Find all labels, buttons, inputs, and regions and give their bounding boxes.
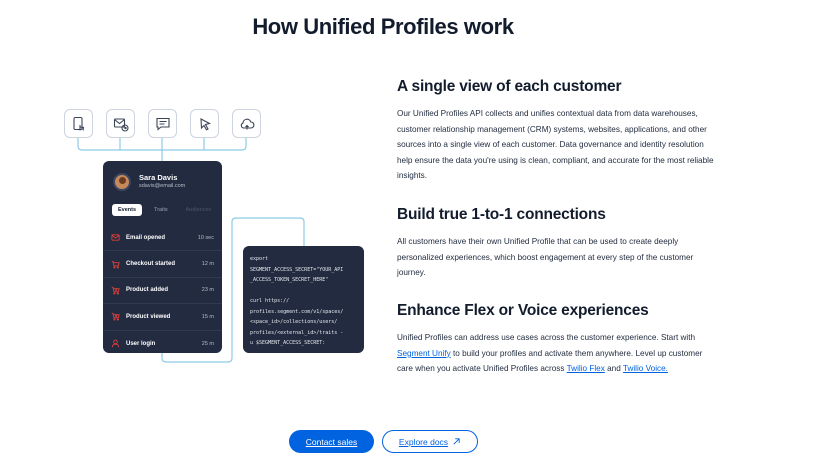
event-name: Product added <box>126 287 169 294</box>
section-title: Enhance Flex or Voice experiences <box>397 302 649 319</box>
list-item: Checkout started 12 m <box>103 251 222 278</box>
event-name: Checkout started <box>126 261 176 268</box>
profile-tabs: Events Traits Audiences <box>112 204 217 216</box>
contact-sales-button[interactable]: Contact sales <box>289 430 374 453</box>
section-body: Unified Profiles can address use cases a… <box>397 330 717 377</box>
email-icon <box>111 233 120 242</box>
list-item: Product viewed 15 m <box>103 304 222 331</box>
explore-docs-label: Explore docs <box>398 436 449 447</box>
section-connections: Build true 1-to-1 connections All custom… <box>397 206 717 281</box>
event-time: 15 m <box>201 313 214 320</box>
cloud-icon <box>232 109 261 138</box>
events-list: Email opened 10 sec Checkout started 12 … <box>103 225 222 353</box>
code-snippet: export SEGMENT_ACCESS_SECRET="YOUR_API _… <box>250 256 344 346</box>
list-item: Product added 23 m <box>103 278 222 305</box>
cart-view-icon <box>111 312 120 321</box>
segment-unify-link[interactable]: Segment Unify <box>397 348 451 358</box>
arrow-up-right-icon <box>453 438 460 445</box>
tab-events: Events <box>112 204 143 216</box>
mobile-touch-icon <box>64 109 93 138</box>
event-name: Email opened <box>126 234 166 241</box>
profile-email: sdavis@email.com <box>139 183 186 189</box>
section-body: All customers have their own Unified Pro… <box>397 237 694 278</box>
section-single-view: A single view of each customer Our Unifi… <box>397 78 717 184</box>
event-name: Product viewed <box>126 313 171 320</box>
profiles-illustration: Sara Davis sdavis@email.com Events Trait… <box>0 0 380 462</box>
tab-traits: Traits <box>154 207 168 213</box>
cart-plus-icon <box>111 286 120 295</box>
profile-name: Sara Davis <box>139 173 178 182</box>
body-text: Unified Profiles can address use cases a… <box>397 333 696 342</box>
twilio-voice-link[interactable]: Twilio Voice. <box>622 364 668 374</box>
section-body: Our Unified Profiles API collects and un… <box>397 109 714 181</box>
list-item: User login 25 m <box>103 331 222 353</box>
section-title: A single view of each customer <box>397 78 622 95</box>
body-text: to build your profiles and activate them… <box>397 348 703 374</box>
body-text: and <box>604 364 623 374</box>
event-time: 10 sec <box>197 234 214 241</box>
explore-docs-button[interactable]: Explore docs <box>382 430 478 453</box>
email-send-icon <box>106 109 135 138</box>
list-item: Email opened 10 sec <box>103 225 222 252</box>
cart-icon <box>111 260 120 269</box>
code-snippet-card: export SEGMENT_ACCESS_SECRET="YOUR_API _… <box>243 246 364 353</box>
section-title: Build true 1-to-1 connections <box>397 206 606 223</box>
tab-audiences: Audiences <box>185 207 212 213</box>
connector-lines <box>77 138 305 363</box>
profile-card: Sara Davis sdavis@email.com Events Trait… <box>103 161 222 353</box>
chat-icon <box>148 109 177 138</box>
event-name: User login <box>126 340 156 347</box>
cursor-click-icon <box>190 109 219 138</box>
twilio-flex-link[interactable]: Twilio Flex <box>566 364 605 374</box>
avatar <box>113 173 131 191</box>
event-time: 23 m <box>201 287 214 294</box>
event-time: 25 m <box>201 340 214 347</box>
user-icon <box>111 339 120 348</box>
page-title: How Unified Profiles work <box>252 14 514 39</box>
section-flex-voice: Enhance Flex or Voice experiences Unifie… <box>397 302 717 377</box>
event-time: 12 m <box>201 261 214 268</box>
